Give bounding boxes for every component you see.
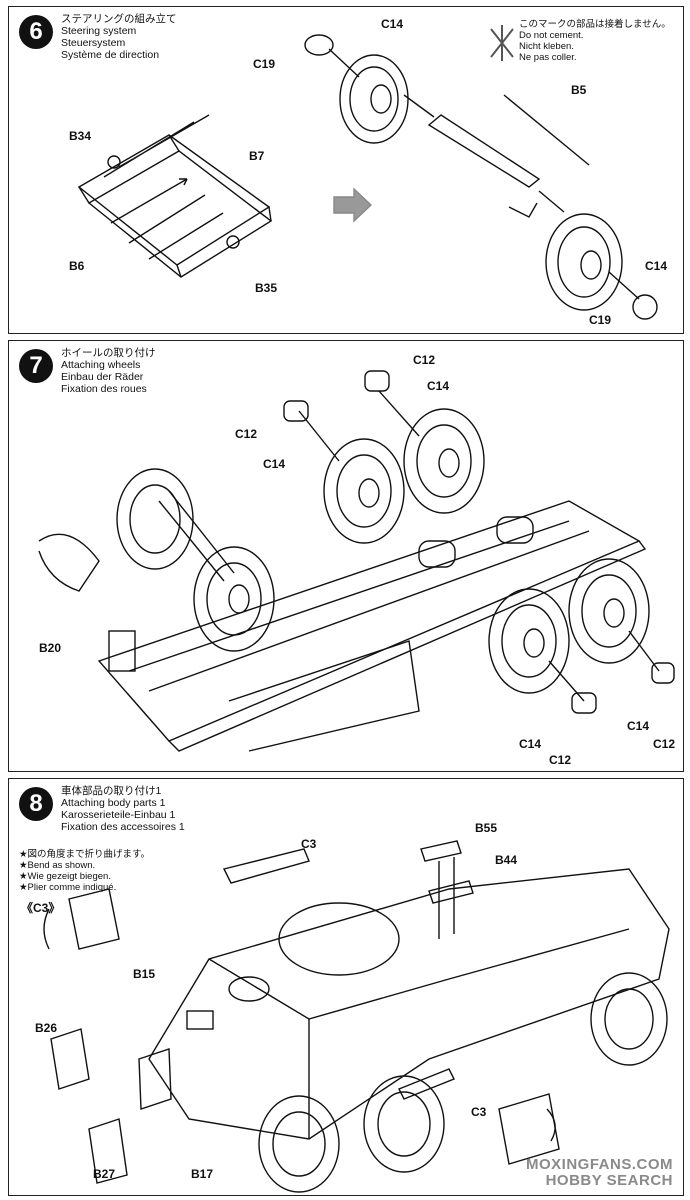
step-6-panel: 6 ステアリングの組み立て Steering system Steuersyst…: [8, 6, 684, 334]
step-8-panel: 8 車体部品の取り付け1 Attaching body parts 1 Karo…: [8, 778, 684, 1196]
label-c3-bottom: C3: [471, 1105, 487, 1119]
note-en: ★Bend as shown.: [19, 860, 96, 871]
label-b34: B34: [69, 129, 92, 143]
title-en: Steering system: [61, 25, 137, 37]
watermark: MOXINGFANS.COM HOBBY SEARCH: [526, 1157, 673, 1189]
step-titles: ステアリングの組み立て Steering system Steuersystem…: [61, 13, 177, 61]
label-c19-bottom: C19: [589, 313, 612, 327]
label-c12-top: C12: [413, 353, 436, 367]
do-not-cement-note: このマークの部品は接着しません。 Do not cement. Nicht kl…: [519, 19, 671, 63]
note-de: Nicht kleben.: [519, 41, 574, 52]
label-c14-top: C14: [427, 379, 450, 393]
label-b6: B6: [69, 259, 85, 273]
label-b44: B44: [495, 853, 518, 867]
label-c12-bottom-right: C12: [653, 737, 676, 751]
label-c12-left: C12: [235, 427, 258, 441]
bend-note: ★図の角度まで折り曲げます。 ★Bend as shown. ★Wie geze…: [19, 849, 150, 893]
step-number: 6: [19, 15, 53, 49]
title-fr: Fixation des accessoires 1: [61, 821, 185, 833]
label-c14-left: C14: [263, 457, 286, 471]
label-b15: B15: [133, 967, 156, 981]
step-titles: ホイールの取り付け Attaching wheels Einbau der Rä…: [61, 347, 156, 395]
label-c14-bottom-right: C14: [627, 719, 650, 733]
label-b7: B7: [249, 149, 265, 163]
label-b20: B20: [39, 641, 62, 655]
label-c3-inset: 《C3》: [21, 901, 61, 915]
note-de: ★Wie gezeigt biegen.: [19, 871, 111, 882]
note-en: Do not cement.: [519, 30, 584, 41]
label-c14-bottom: C14: [645, 259, 668, 273]
title-ja: 車体部品の取り付け1: [61, 785, 162, 797]
watermark-line2: HOBBY SEARCH: [545, 1172, 673, 1189]
body-parts-diagram: [43, 840, 670, 1193]
title-en: Attaching body parts 1: [61, 797, 166, 809]
label-c3-top: C3: [301, 837, 317, 851]
label-c14-bottom-left: C14: [519, 737, 542, 751]
steering-diagram: [77, 25, 658, 320]
label-c12-bottom-left: C12: [549, 753, 572, 767]
label-b17: B17: [191, 1167, 214, 1181]
title-fr: Système de direction: [61, 49, 160, 61]
title-ja: ステアリングの組み立て: [61, 13, 177, 25]
title-de: Einbau der Räder: [61, 371, 144, 383]
label-b35: B35: [255, 281, 278, 295]
step-titles: 車体部品の取り付け1 Attaching body parts 1 Kaross…: [61, 785, 185, 833]
step-number: 7: [19, 349, 53, 383]
title-ja: ホイールの取り付け: [61, 347, 156, 359]
note-ja: ★図の角度まで折り曲げます。: [19, 849, 151, 860]
note-ja: このマークの部品は接着しません。: [519, 19, 671, 30]
step-7-panel: 7 ホイールの取り付け Attaching wheels Einbau der …: [8, 340, 684, 772]
note-fr: Ne pas coller.: [519, 52, 577, 63]
label-b5: B5: [571, 83, 587, 97]
title-fr: Fixation des roues: [61, 383, 147, 395]
label-c19-top: C19: [253, 57, 276, 71]
label-b26: B26: [35, 1021, 58, 1035]
title-de: Steuersystem: [61, 37, 126, 49]
watermark-line1: MOXINGFANS.COM: [525, 1156, 673, 1173]
label-b55: B55: [475, 821, 498, 835]
wheels-diagram: [38, 370, 675, 752]
step-number: 8: [19, 787, 53, 821]
label-c14-top: C14: [381, 17, 404, 31]
title-de: Karosserieteile-Einbau 1: [61, 809, 176, 821]
label-b27: B27: [93, 1167, 116, 1181]
title-en: Attaching wheels: [61, 359, 141, 371]
note-fr: ★Plier comme indiqué.: [19, 882, 117, 893]
